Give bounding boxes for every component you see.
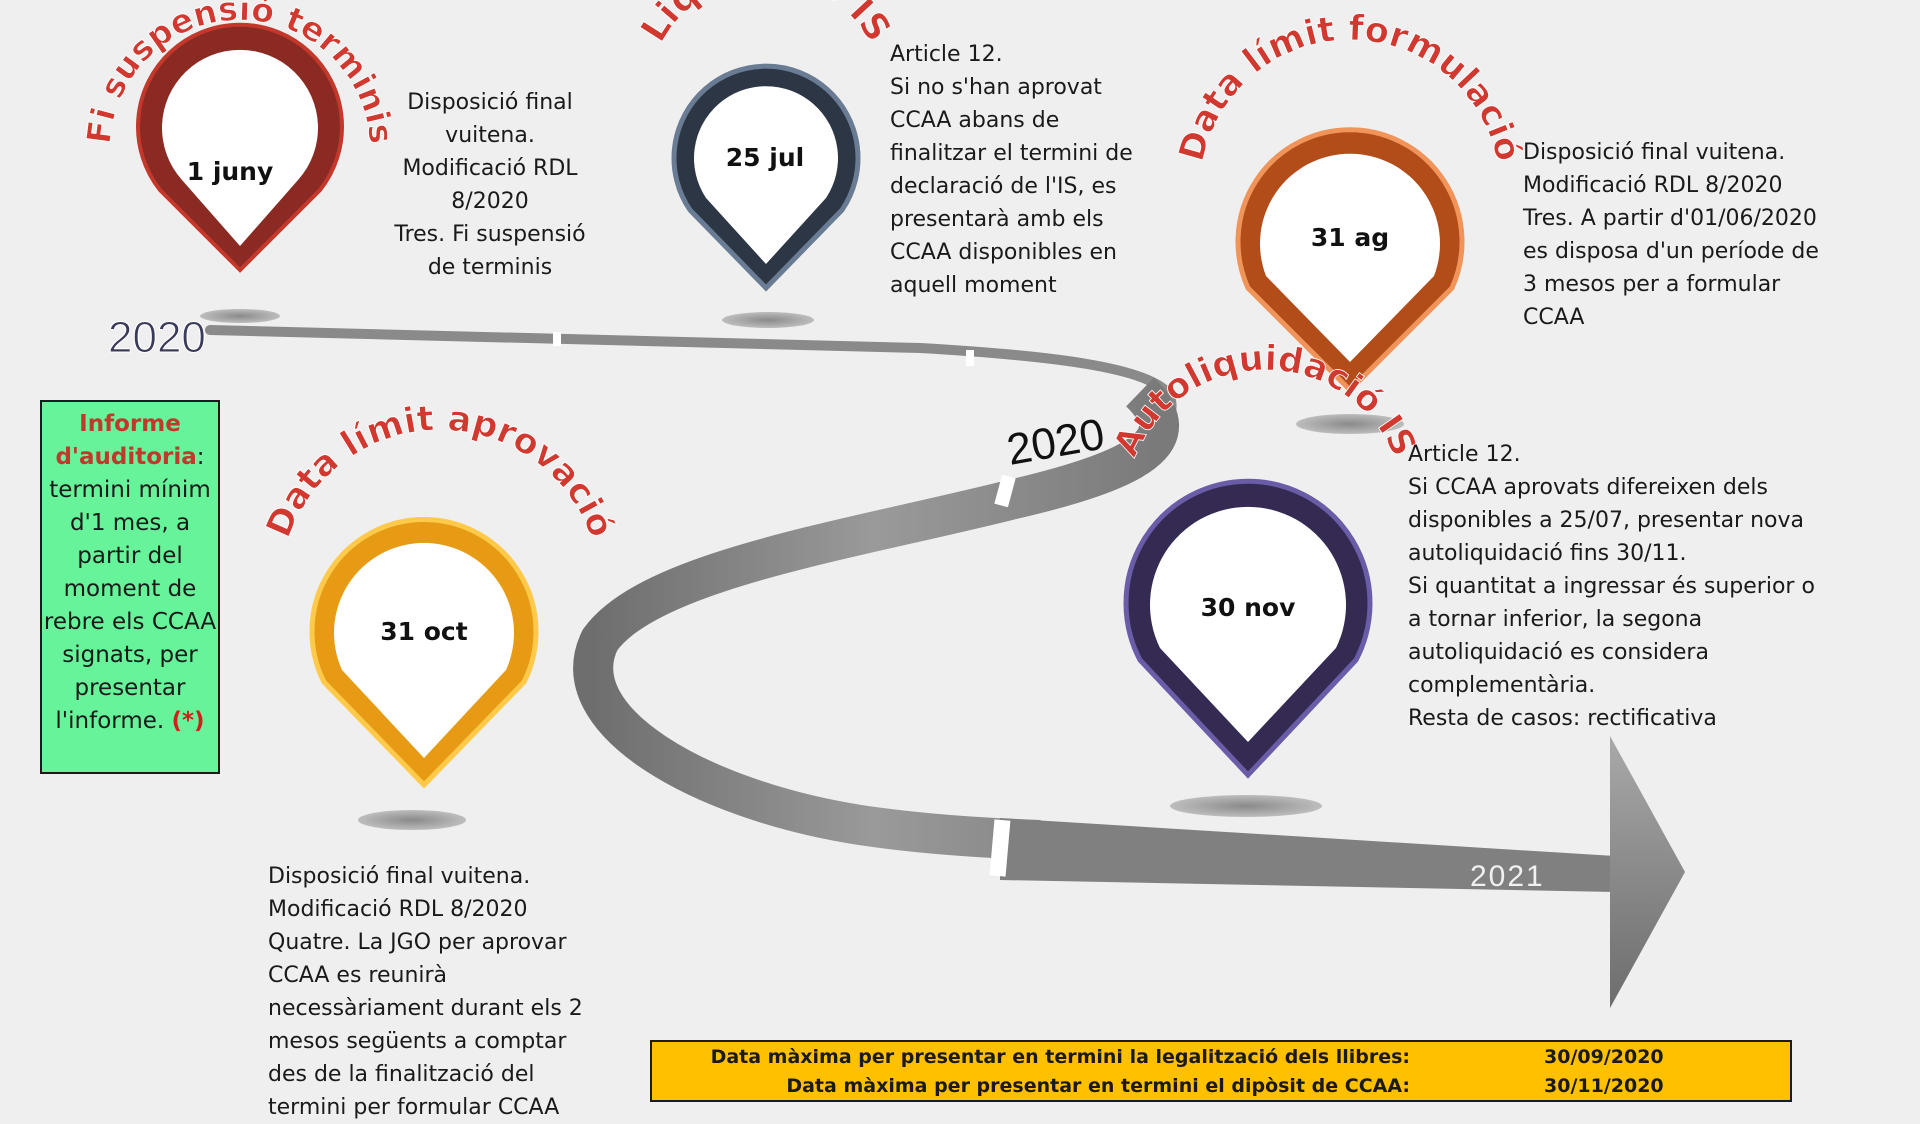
pin-shadow — [358, 810, 466, 830]
deadline-row: Data màxima per presentar en termini el … — [652, 1072, 1790, 1101]
pin-date: 30 nov — [1201, 593, 1296, 622]
pin-date: 31 ag — [1311, 223, 1389, 252]
road-divider — [989, 819, 1011, 877]
deadline-label: Data màxima per presentar en termini el … — [786, 1075, 1410, 1097]
deadline-box: Data màxima per presentar en termini la … — [650, 1040, 1792, 1102]
road-divider — [966, 350, 974, 366]
pin-date: 31 oct — [380, 617, 467, 646]
pin-data-limit-formulacio: 31 ag — [1235, 127, 1465, 394]
pin-date: 25 jul — [726, 143, 804, 172]
pin-autoliquidacio-is: 30 nov — [1123, 478, 1373, 779]
pin-date: 1 juny — [187, 157, 274, 186]
footnote-marker: (*) — [171, 708, 205, 734]
deadline-label: Data màxima per presentar en termini la … — [710, 1046, 1410, 1068]
pin-shadow — [1170, 795, 1322, 817]
note-formulacio: Disposició final vuitena. Modificació RD… — [1523, 140, 1819, 330]
arc-title: Liquidació IS — [633, 0, 898, 49]
deadline-row: Data màxima per presentar en termini la … — [652, 1043, 1790, 1072]
pin-data-limit-aprovacio: 31 oct — [309, 517, 539, 789]
pin-liquidacio-is: 25 jul — [671, 63, 861, 292]
note-fi-suspensio: Disposició final vuitena. Modificació RD… — [394, 90, 586, 280]
timeline-arrowhead — [1610, 736, 1685, 1008]
note-liquidacio-is: Article 12. Si no s'han aprovat CCAA aba… — [890, 42, 1133, 298]
timeline-road-lower — [1000, 818, 1615, 892]
audit-title-1: Informe — [79, 411, 181, 437]
timeline-road-curve — [573, 377, 1179, 860]
note-autoliquidacio: Article 12. Si CCAA aprovats difereixen … — [1408, 442, 1815, 731]
year-label-end: 2021 — [1470, 860, 1545, 893]
pin-shadow — [722, 312, 814, 328]
pin-shadow — [1296, 414, 1404, 434]
deadline-value: 30/09/2020 — [1544, 1046, 1664, 1068]
audit-title-2: d'auditoria — [55, 444, 197, 470]
road-divider — [553, 332, 561, 346]
pin-fi-suspensio: 1 juny — [136, 22, 344, 273]
note-aprovacio: Disposició final vuitena. Modificació RD… — [268, 864, 583, 1120]
road-divider — [994, 474, 1016, 508]
year-label-start: 2020 — [108, 313, 206, 362]
deadline-value: 30/11/2020 — [1544, 1075, 1664, 1097]
audit-report-box: Informe d'auditoria: termini mínim d'1 m… — [40, 400, 220, 774]
pin-shadow — [200, 309, 280, 323]
